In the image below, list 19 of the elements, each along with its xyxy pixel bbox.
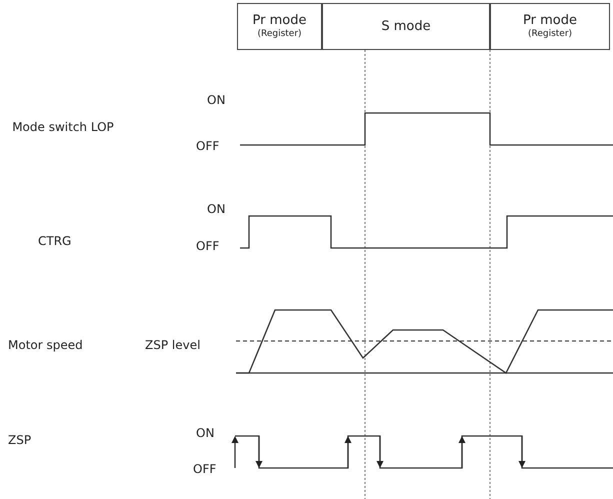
state-label: ON (207, 93, 226, 107)
mode-title: Pr mode (523, 13, 577, 28)
signal-label: CTRG (38, 234, 72, 248)
mode-title: Pr mode (252, 13, 306, 28)
state-label: ON (207, 202, 226, 216)
mode-subtitle: (Register) (257, 28, 302, 40)
signal-label: ZSP (8, 433, 32, 447)
state-label: ON (196, 426, 214, 440)
level-label: ZSP level (145, 338, 200, 352)
mode-header-cell (322, 3, 490, 50)
state-label: OFF (196, 139, 220, 153)
mode-header-cell (490, 3, 610, 50)
state-label: OFF (196, 239, 220, 253)
state-label: OFF (193, 462, 216, 476)
signal-label: Motor speed (8, 338, 83, 352)
signal-label: Mode switch LOP (11, 119, 115, 136)
mode-title: S mode (381, 19, 431, 34)
mode-header-cell (237, 3, 322, 50)
mode-subtitle: (Register) (528, 28, 572, 40)
